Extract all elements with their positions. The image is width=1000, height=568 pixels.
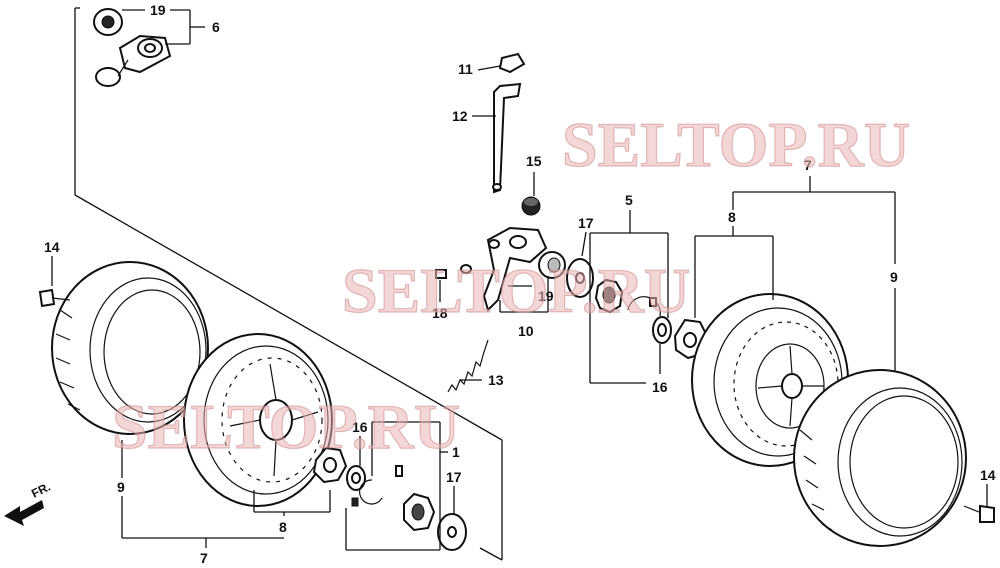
left-bolt-14 bbox=[38, 288, 71, 308]
callout-16-mid: 16 bbox=[652, 379, 668, 395]
callout-16-low: 16 bbox=[352, 419, 368, 435]
right-bolt-14 bbox=[963, 504, 995, 523]
callout-18: 18 bbox=[432, 305, 448, 321]
front-direction-arrow: FR. bbox=[4, 480, 53, 526]
leader-lines bbox=[51, 7, 988, 561]
left-circlip bbox=[351, 465, 403, 507]
left-washer-17 bbox=[437, 513, 467, 551]
rear-axle-shaft bbox=[95, 67, 472, 274]
callout-labels: 19 6 11 12 15 7 8 9 5 17 19 18 10 16 14 … bbox=[44, 2, 996, 566]
callout-12: 12 bbox=[452, 108, 468, 124]
watermark-top: SELTOP.RU bbox=[562, 109, 910, 180]
callout-6: 6 bbox=[212, 19, 220, 35]
callout-8-right: 8 bbox=[728, 209, 736, 225]
callout-8-left: 8 bbox=[279, 519, 287, 535]
callout-14-left: 14 bbox=[44, 239, 60, 255]
part-12-lever bbox=[492, 82, 522, 194]
watermark-bottom: SELTOP.RU bbox=[112, 391, 460, 462]
right-hub-gear bbox=[594, 278, 624, 314]
callout-9-right: 9 bbox=[890, 269, 898, 285]
part-19-bushing-mid bbox=[538, 251, 566, 279]
part-15-nut bbox=[521, 196, 541, 216]
right-circlip bbox=[627, 296, 661, 317]
callout-17-mid: 17 bbox=[578, 215, 594, 231]
left-washer-16 bbox=[346, 465, 366, 491]
callout-10: 10 bbox=[518, 323, 534, 339]
right-washer-16 bbox=[652, 316, 672, 344]
callout-11: 11 bbox=[458, 61, 473, 77]
part-10-plate bbox=[482, 226, 548, 312]
left-ratchet-gear bbox=[312, 446, 348, 484]
left-tire bbox=[51, 261, 209, 435]
watermark-middle: SELTOP.RU bbox=[342, 255, 690, 326]
callout-9-left: 9 bbox=[117, 479, 125, 495]
left-hub-gear bbox=[403, 492, 436, 532]
callout-5: 5 bbox=[625, 192, 633, 208]
part-18-key bbox=[435, 269, 447, 279]
part-17-washer-mid bbox=[566, 258, 594, 298]
callout-7-left: 7 bbox=[200, 550, 208, 566]
part-11-cap bbox=[498, 52, 526, 74]
axle-bracket-arm bbox=[117, 34, 172, 77]
callout-19-mid: 19 bbox=[538, 288, 554, 304]
callout-14-right: 14 bbox=[980, 467, 996, 483]
top-bushing-19 bbox=[93, 8, 123, 36]
right-tire bbox=[793, 369, 967, 547]
callout-17-low: 17 bbox=[446, 469, 462, 485]
left-wheel bbox=[183, 333, 333, 507]
watermarks: SELTOP.RU SELTOP.RU SELTOP.RU bbox=[111, 108, 910, 462]
callout-1: 1 bbox=[452, 444, 460, 460]
callout-7-right: 7 bbox=[804, 157, 812, 173]
callout-13: 13 bbox=[488, 372, 504, 388]
callout-15: 15 bbox=[526, 153, 542, 169]
part-13-spring bbox=[447, 339, 489, 393]
callout-19-top: 19 bbox=[150, 2, 166, 18]
direction-label: FR. bbox=[29, 480, 53, 501]
